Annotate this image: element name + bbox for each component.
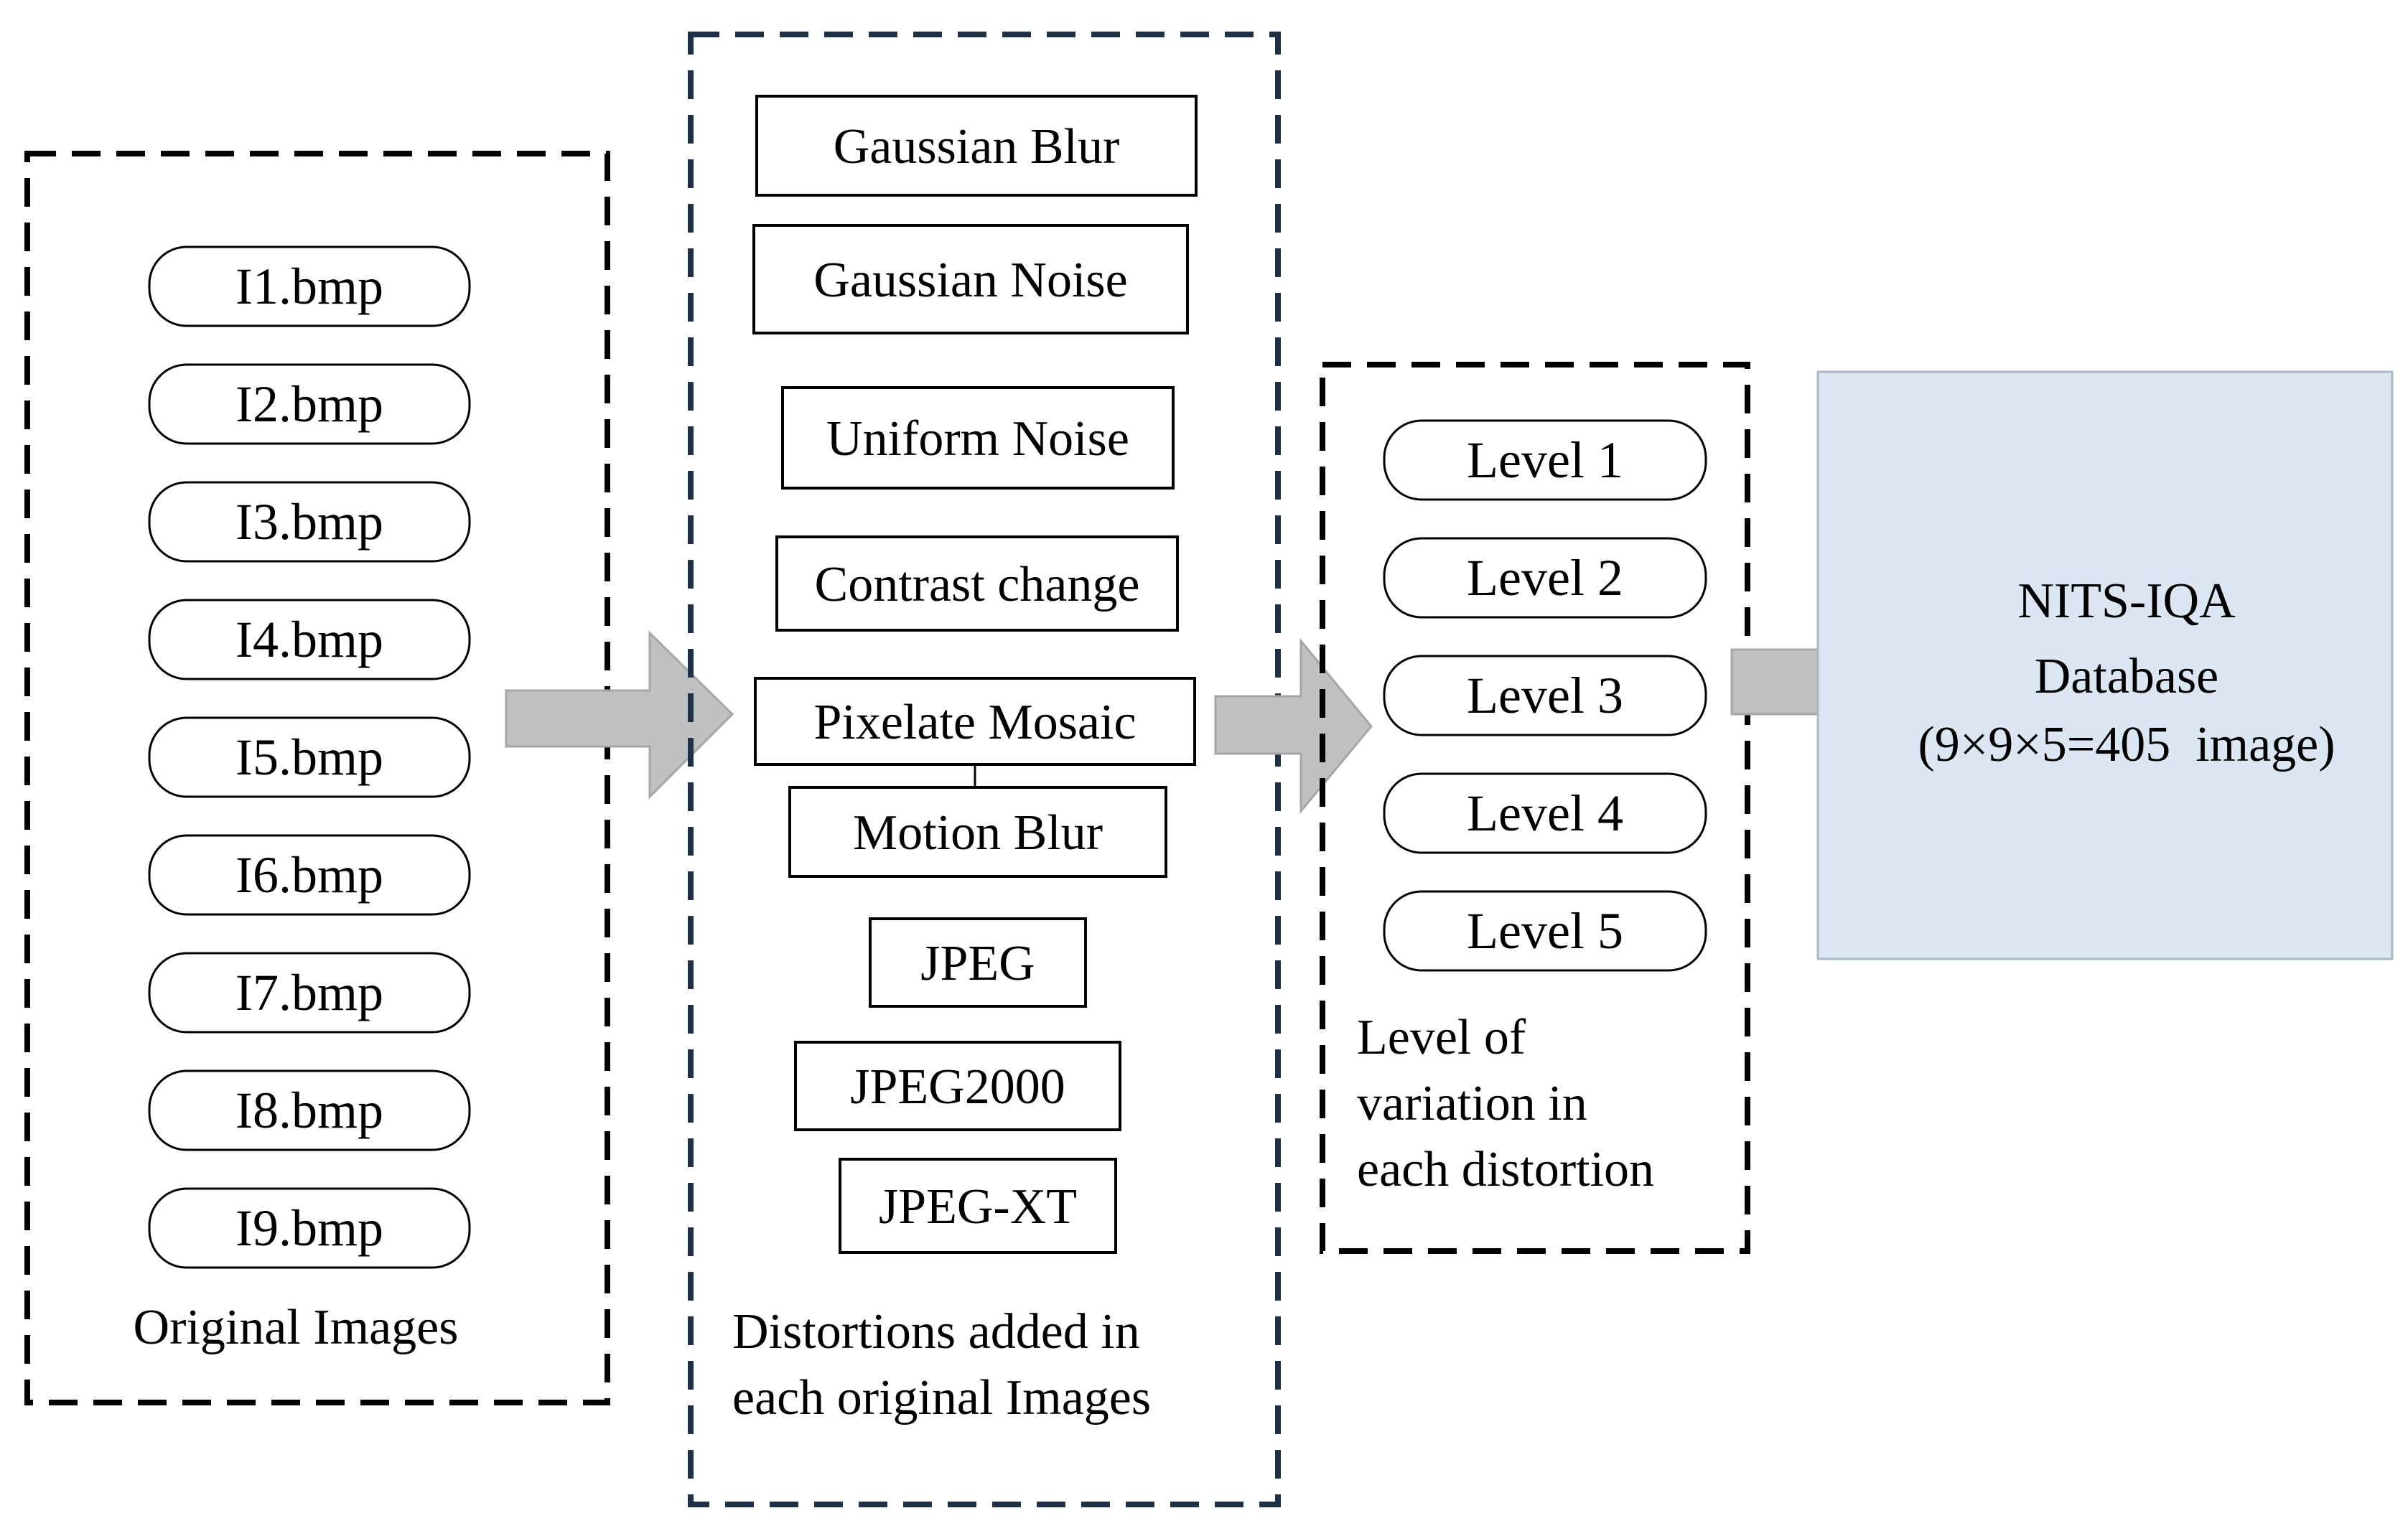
original-image-box bbox=[148, 834, 471, 916]
original-image-label: I2.bmp bbox=[235, 375, 383, 433]
original-image-item: I4.bmp bbox=[148, 599, 471, 680]
original-image-box bbox=[148, 481, 471, 563]
level-label: Level 3 bbox=[1467, 667, 1623, 724]
distortion-box bbox=[781, 386, 1175, 490]
level-box bbox=[1383, 537, 1707, 619]
level-label: Level 5 bbox=[1467, 902, 1623, 960]
original-image-label: I4.bmp bbox=[235, 611, 383, 668]
distortion-item: Motion Blur bbox=[788, 786, 1167, 878]
original-image-box bbox=[148, 716, 471, 798]
distortion-label: Contrast change bbox=[815, 557, 1140, 612]
arrow-right-2 bbox=[1214, 637, 1373, 815]
distortion-item: Gaussian Noise bbox=[752, 224, 1189, 334]
levels-caption-line3: each distortion bbox=[1357, 1142, 1654, 1197]
original-image-box bbox=[148, 245, 471, 327]
distortions-caption-line2: each original Images bbox=[732, 1370, 1151, 1425]
level-box bbox=[1383, 890, 1707, 972]
level-item: Level 2 bbox=[1383, 537, 1707, 619]
level-label: Level 1 bbox=[1467, 431, 1623, 489]
distortion-item: Uniform Noise bbox=[781, 386, 1175, 490]
original-image-label: I7.bmp bbox=[235, 964, 383, 1021]
distortion-label: Gaussian Noise bbox=[813, 253, 1127, 308]
level-item: Level 4 bbox=[1383, 772, 1707, 854]
original-image-box bbox=[148, 1187, 471, 1269]
original-image-item: I8.bmp bbox=[148, 1069, 471, 1151]
distortion-item: Pixelate Mosaic bbox=[754, 677, 1196, 766]
original-image-box bbox=[148, 1069, 471, 1151]
database-box bbox=[1816, 370, 2394, 960]
original-image-label: I6.bmp bbox=[235, 846, 383, 904]
distortion-label: Pixelate Mosaic bbox=[813, 695, 1136, 750]
original-image-item: I3.bmp bbox=[148, 481, 471, 563]
original-image-label: I5.bmp bbox=[235, 729, 383, 786]
levels-group: Level 1 Level 2 Level 3 Level 4 Level 5 Leve… bbox=[1320, 362, 1750, 1254]
distortion-box bbox=[788, 786, 1167, 878]
original-image-item: I7.bmp bbox=[148, 952, 471, 1034]
database-subtitle: Database bbox=[2035, 649, 2219, 704]
database-title: NITS-IQA bbox=[2017, 573, 2236, 629]
original-image-item: I2.bmp bbox=[148, 363, 471, 445]
distortions-caption-line1: Distortions added in bbox=[732, 1304, 1140, 1359]
level-label: Level 4 bbox=[1467, 785, 1623, 842]
level-item: Level 3 bbox=[1383, 655, 1707, 736]
original-image-item: I6.bmp bbox=[148, 834, 471, 916]
original-images-group: I1.bmpI2.bmpI3.bmpI4.bmpI5.bmpI6.bmpI7.b… bbox=[24, 151, 610, 1405]
levels-list: Level 1 Level 2 Level 3 Level 4 Level 5 bbox=[1383, 419, 1707, 972]
distortion-item: JPEG-XT bbox=[839, 1158, 1117, 1254]
database-count: (9×9×5=405 image) bbox=[1918, 717, 2335, 772]
level-item: Level 1 bbox=[1383, 419, 1707, 501]
original-image-box bbox=[148, 952, 471, 1034]
original-images-list: I1.bmpI2.bmpI3.bmpI4.bmpI5.bmpI6.bmpI7.b… bbox=[148, 245, 471, 1269]
level-box bbox=[1383, 772, 1707, 854]
original-images-frame bbox=[24, 151, 610, 1405]
original-images-caption: Original Images bbox=[134, 1300, 459, 1355]
distortion-box bbox=[869, 917, 1087, 1008]
distortion-item: Contrast change bbox=[775, 535, 1179, 632]
level-box bbox=[1383, 655, 1707, 736]
distortion-item: Gaussian Blur bbox=[755, 95, 1198, 197]
distortion-label: Gaussian Blur bbox=[834, 119, 1120, 174]
distortion-box bbox=[752, 224, 1189, 334]
level-item: Level 5 bbox=[1383, 890, 1707, 972]
original-image-label: I1.bmp bbox=[235, 258, 383, 315]
levels-frame bbox=[1320, 362, 1750, 1254]
original-image-item: I9.bmp bbox=[148, 1187, 471, 1269]
arrow-right-1 bbox=[505, 630, 734, 800]
original-image-label: I8.bmp bbox=[235, 1082, 383, 1139]
distortion-item: JPEG bbox=[869, 917, 1087, 1008]
level-label: Level 2 bbox=[1467, 549, 1623, 607]
original-image-box bbox=[148, 599, 471, 680]
distortion-box bbox=[839, 1158, 1117, 1254]
original-image-item: I1.bmp bbox=[148, 245, 471, 327]
distortion-label: JPEG2000 bbox=[850, 1059, 1065, 1115]
distortion-label: JPEG bbox=[920, 936, 1035, 991]
original-image-item: I5.bmp bbox=[148, 716, 471, 798]
original-image-label: I9.bmp bbox=[235, 1199, 383, 1257]
distortion-label: Motion Blur bbox=[853, 805, 1103, 861]
original-image-box bbox=[148, 363, 471, 445]
levels-caption-line1: Level of bbox=[1357, 1010, 1526, 1065]
distortion-item: JPEG2000 bbox=[794, 1041, 1121, 1131]
database-output: NITS-IQA Database (9×9×5=405 image) bbox=[1816, 370, 2394, 960]
distortion-box bbox=[755, 95, 1198, 197]
distortion-box bbox=[754, 677, 1196, 766]
level-box bbox=[1383, 419, 1707, 501]
levels-caption-line2: variation in bbox=[1357, 1076, 1587, 1131]
distortion-label: Uniform Noise bbox=[826, 411, 1129, 467]
original-image-label: I3.bmp bbox=[235, 493, 383, 551]
distortion-box bbox=[775, 535, 1179, 632]
distortion-label: JPEG-XT bbox=[879, 1179, 1077, 1235]
distortion-box bbox=[794, 1041, 1121, 1131]
distortions-frame bbox=[688, 32, 1281, 1507]
